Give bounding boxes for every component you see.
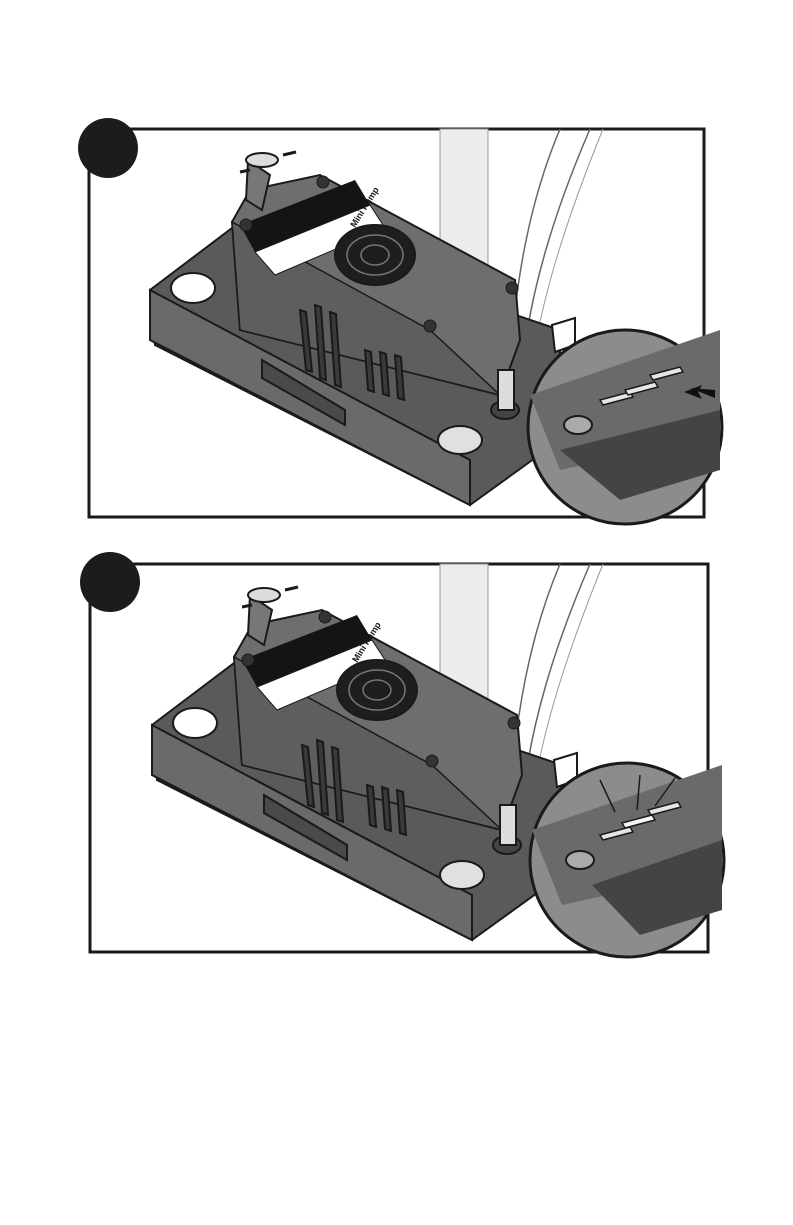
step-1-panel: Mini Pump: [0, 0, 793, 540]
inlet-hole: [171, 273, 215, 303]
step-2-badge: [80, 552, 140, 612]
outlet-hole: [440, 861, 484, 889]
outlet-hole: [438, 426, 482, 454]
inlet-hole: [173, 708, 217, 738]
magnified-callout: [530, 763, 724, 957]
pump-illustration-step-2: Mini Pump: [0, 540, 793, 980]
magnified-callout: [528, 330, 722, 524]
pump-illustration-step-1: Mini Pump: [0, 0, 793, 540]
step-2-panel: Mini Pump: [0, 540, 793, 980]
step-1-badge: [78, 118, 138, 178]
